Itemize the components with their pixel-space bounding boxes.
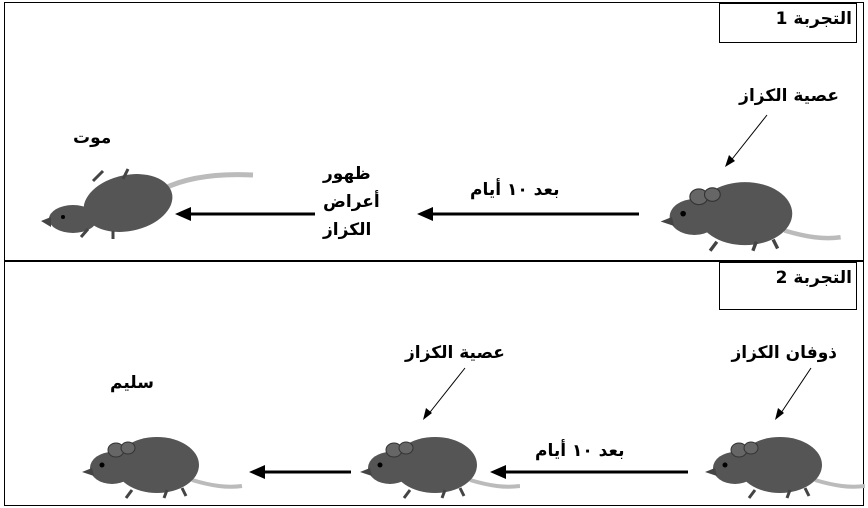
arrow-right-to-left <box>490 465 688 479</box>
after-10-days-label-2: بعد ١٠ أيام <box>535 441 625 461</box>
symptoms-line-1: ظهور <box>323 164 371 184</box>
tetanus-bacillus-label: عصية الكزاز <box>739 86 839 106</box>
symptoms-line-2: أعراض <box>323 192 380 212</box>
pointer-arrow <box>725 114 768 167</box>
bacillus-injected-mouse <box>358 435 520 500</box>
experiment-1-panel: التجربة 1 عصية الكزاز بعد ١٠ أيام ظهور أ… <box>4 2 864 261</box>
toxoid-injected-mouse <box>703 435 865 500</box>
pointer-arrow <box>775 367 812 420</box>
injected-mouse <box>645 163 845 253</box>
tetanus-bacillus-label-2: عصية الكزاز <box>405 343 505 363</box>
dead-mouse <box>33 151 263 241</box>
arrow-right-to-left <box>249 465 351 479</box>
experiment-1-title: التجربة 1 <box>719 3 857 43</box>
experiment-2-panel: التجربة 2 ذوفان الكزاز عصية الكزاز بعد ١… <box>4 261 865 506</box>
death-label: موت <box>73 128 112 148</box>
experiment-2-title: التجربة 2 <box>719 262 857 310</box>
healthy-label: سليم <box>110 373 154 393</box>
tetanus-toxoid-label: ذوفان الكزاز <box>731 343 837 363</box>
arrow-right-to-left <box>417 207 639 221</box>
arrow-right-to-left <box>175 207 315 221</box>
symptoms-line-3: الكزاز <box>323 220 372 240</box>
after-10-days-label: بعد ١٠ أيام <box>470 180 560 200</box>
healthy-mouse <box>57 420 257 500</box>
pointer-arrow <box>423 367 466 420</box>
